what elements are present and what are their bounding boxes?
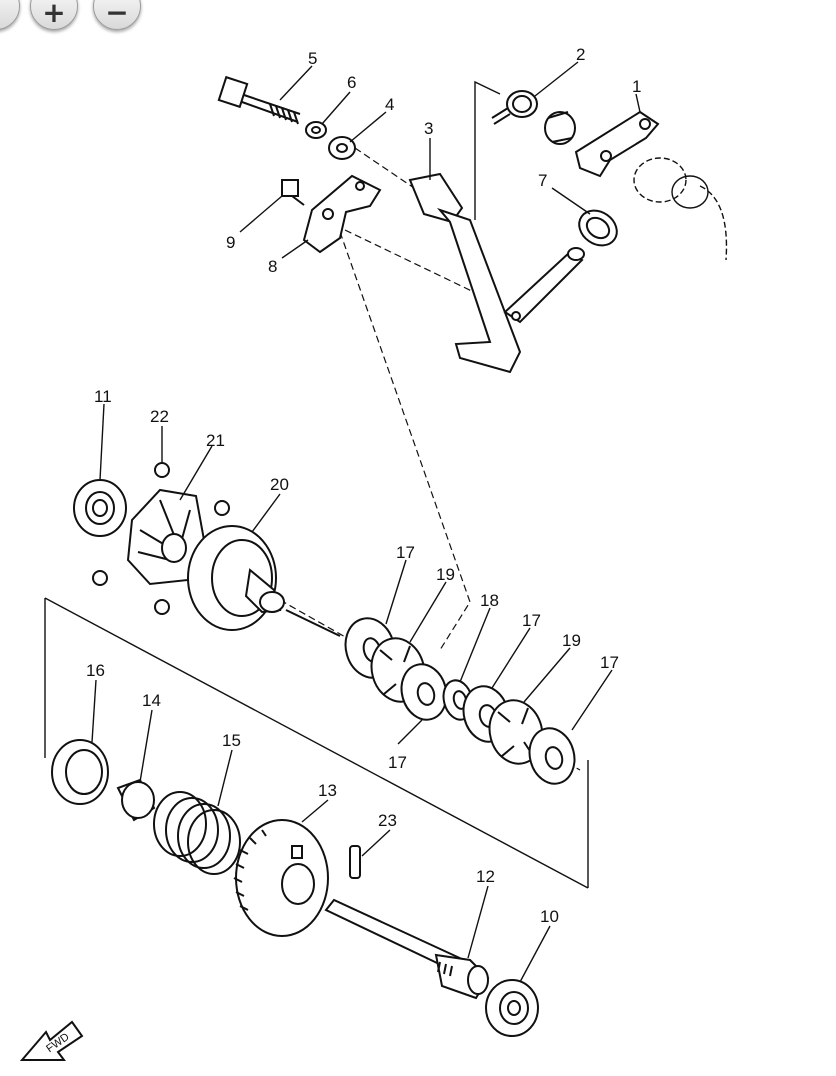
callout-5: 5	[308, 49, 317, 68]
callout-17-d: 17	[388, 753, 407, 772]
part-22-balls	[92, 462, 230, 615]
callout-20: 20	[270, 475, 289, 494]
part-20-kick-boss	[187, 525, 341, 637]
part-5-bolt	[217, 75, 301, 125]
callout-7: 7	[538, 171, 547, 190]
callout-8: 8	[268, 257, 277, 276]
part-7-oil-seal	[578, 209, 618, 247]
callout-14: 14	[142, 691, 161, 710]
callout-17-c: 17	[600, 653, 619, 672]
part-15-spring	[153, 791, 241, 875]
part-16-oil-seal	[51, 739, 109, 805]
part-6-washer	[305, 121, 327, 139]
collar	[544, 111, 576, 145]
dashed-guide-washer	[354, 147, 421, 193]
callout-17-a: 17	[396, 543, 415, 562]
bracket-line-diagonal	[44, 597, 589, 889]
callout-2: 2	[576, 45, 585, 64]
part-2-spring	[491, 90, 538, 125]
part-14-collar	[116, 778, 156, 822]
callout-1: 1	[632, 77, 641, 96]
callout-21: 21	[206, 431, 225, 450]
part-17-washer-d	[528, 727, 576, 785]
callout-19-a: 19	[436, 565, 455, 584]
dashed-guide-stopper	[344, 229, 481, 296]
fwd-arrow-icon: FWD	[19, 1020, 84, 1061]
callout-17-b: 17	[522, 611, 541, 630]
part-23-pin	[349, 845, 361, 879]
callout-11: 11	[94, 387, 112, 406]
callout-3: 3	[424, 119, 433, 138]
zoom-in-label: +	[42, 0, 66, 29]
part-4-washer	[328, 136, 356, 160]
leader-lines	[91, 61, 641, 983]
callout-19-b: 19	[562, 631, 581, 650]
part-8-stopper	[302, 174, 382, 254]
callout-labels: 5 6 4 3 2 1 7 9 8 11 22 21 20 17 19 18 1…	[86, 45, 641, 926]
callout-12: 12	[476, 867, 495, 886]
part-13-kick-gear	[233, 819, 329, 937]
callout-23: 23	[378, 811, 397, 830]
zoom-out-label: −	[105, 0, 129, 29]
callout-10: 10	[540, 907, 559, 926]
callout-9: 9	[226, 233, 235, 252]
crankcase-outline	[633, 157, 728, 261]
part-11-bearing	[73, 479, 127, 537]
callout-16: 16	[86, 661, 105, 680]
part-3-kick-lever	[408, 172, 585, 374]
part-10-bearing	[485, 979, 539, 1037]
callout-22: 22	[150, 407, 169, 426]
callout-6: 6	[347, 73, 356, 92]
callout-18: 18	[480, 591, 499, 610]
callout-4: 4	[385, 95, 394, 114]
part-1-plate	[574, 110, 660, 178]
part-12-kick-shaft	[324, 898, 490, 1000]
bracket-line-2-3	[474, 80, 501, 220]
part-9-bolt	[281, 179, 305, 206]
dashed-guide-lever	[339, 231, 471, 651]
callout-13: 13	[318, 781, 337, 800]
callout-15: 15	[222, 731, 241, 750]
